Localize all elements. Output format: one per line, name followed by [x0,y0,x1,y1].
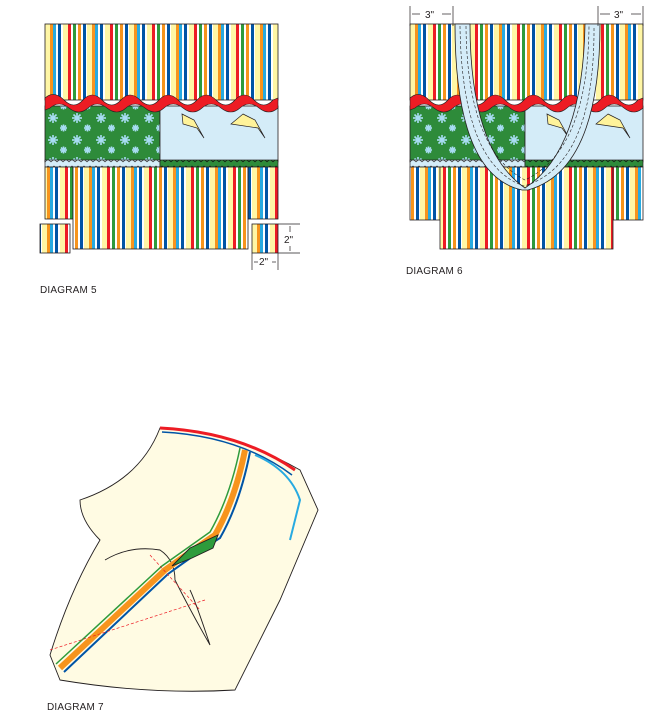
bottom-left-flap [409,166,441,221]
diagram-5-label: DIAGRAM 5 [40,285,97,296]
dimension-lines [409,6,644,26]
bottom-right-flap [247,166,279,220]
cut-corner-square-right [251,223,279,254]
diagram-6: 3" 3" [409,6,644,250]
bottom-right-flap [612,166,644,221]
tote-strap [454,23,601,191]
diagram-6-label: DIAGRAM 6 [406,266,463,277]
dimension-height: 2" [284,235,294,246]
bottom-center-panel [439,166,614,250]
dimension-left-offset: 3" [425,10,435,21]
bottom-center-panel [72,166,249,250]
dimension-width: 2" [259,257,269,268]
bag-front-panel [409,23,644,168]
dimension-lines [251,223,300,270]
diagram-5: 2" 2" [39,23,300,270]
diagram-7-label: DIAGRAM 7 [47,702,104,713]
dimension-right-offset: 3" [614,10,624,21]
bag-front-panel [44,23,279,168]
cut-corner-square-left [39,223,71,254]
diagram-7 [49,426,319,692]
bottom-left-flap [44,166,74,220]
